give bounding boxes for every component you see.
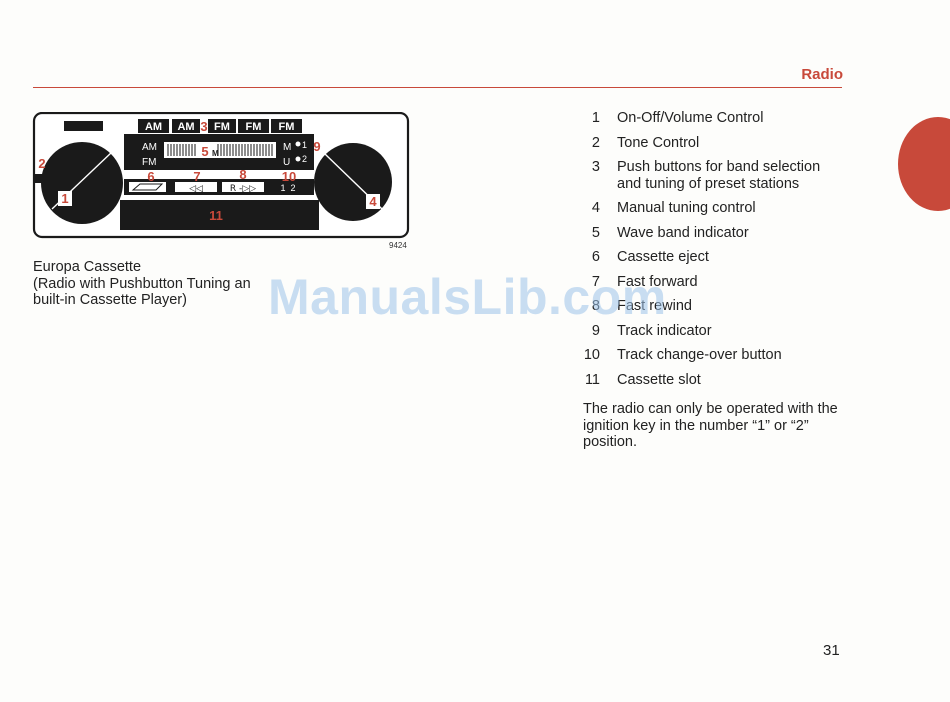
callout-4: 4: [369, 194, 377, 209]
logo-block: [64, 121, 103, 131]
legend-text: Tone Control: [617, 134, 700, 151]
volume-knob: [41, 142, 123, 224]
band-label-fm3: FM: [279, 121, 295, 133]
band-button-am1: [138, 119, 169, 133]
legend-number: 4: [591, 200, 600, 216]
figure-caption: Europa Cassette (Radio with Pushbutton T…: [33, 259, 251, 309]
band-label-am1: AM: [145, 121, 162, 133]
track-indicator-1: [295, 141, 301, 147]
band-button-fm1: [208, 119, 236, 133]
legend-text: Track indicator: [617, 322, 712, 339]
fast-forward-label: R -▷▷: [230, 184, 256, 194]
callout-1-box: [58, 191, 72, 206]
legend-text: Fast forward: [617, 273, 698, 290]
eject-button: [129, 182, 166, 192]
dial-u-label: U: [283, 157, 290, 168]
legend-number: 9: [591, 322, 600, 339]
legend-number: 8: [591, 298, 600, 314]
callout-7: 7: [193, 169, 200, 184]
track-indicator-2-label: 2: [302, 154, 307, 164]
ignition-note: The radio can only be operated with the …: [583, 401, 838, 450]
eject-icon: [131, 183, 164, 191]
legend-text: Cassette eject: [617, 249, 709, 265]
band-label-fm1: FM: [214, 121, 230, 133]
dial-m-label: M: [283, 142, 291, 153]
band-button-am2: [172, 119, 200, 133]
legend-text: Fast rewind: [617, 298, 692, 314]
legend-item: 10 Track change-over button: [574, 347, 844, 364]
track-indicator-1-label: 1: [302, 140, 307, 150]
fast-forward-button: [222, 182, 264, 192]
band-button-fm3: [271, 119, 302, 133]
legend-text: Cassette slot: [617, 371, 701, 388]
page-number: 31: [823, 642, 840, 659]
cassette-controls: [124, 179, 314, 195]
header-rule: [33, 87, 842, 88]
legend-item: 7 Fast forward: [574, 274, 844, 291]
legend-text: Track change-over button: [617, 347, 782, 363]
band-label-fm2: FM: [246, 121, 262, 133]
rewind-button: [175, 182, 217, 192]
dial-ticks: [167, 144, 273, 156]
legend-item: 1 On-Off/Volume Control: [574, 110, 844, 127]
legend-item: 6 Cassette eject: [574, 249, 844, 266]
legend-text: Wave band indicator: [617, 224, 749, 241]
dial-center-m: M: [212, 149, 219, 158]
rewind-label: ◁◁: [189, 184, 203, 194]
legend-item: 9 Track indicator: [574, 323, 844, 340]
band-buttons: AM AM FM FM FM: [138, 119, 302, 133]
legend-text: Manual tuning control: [617, 200, 756, 216]
legend-item: 5 Wave band indicator: [574, 225, 844, 242]
dial-fm-label: FM: [142, 157, 156, 168]
callout-10: 10: [282, 169, 296, 184]
legend-number: 7: [591, 273, 600, 290]
band-label-am2: AM: [177, 121, 194, 133]
track-change-label: 1 2: [280, 183, 295, 193]
legend-item: 11 Cassette slot: [574, 372, 844, 389]
legend-number: 2: [591, 134, 600, 151]
component-legend: 1 On-Off/Volume Control 2 Tone Control 3 Pu…: [574, 110, 844, 388]
legend-item: 2 Tone Control: [574, 135, 844, 152]
legend-number: 10: [583, 347, 600, 363]
legend-number: 6: [591, 249, 600, 265]
caption-line-3: built-in Cassette Player): [33, 292, 187, 308]
caption-line-2: (Radio with Pushbutton Tuning an: [33, 275, 251, 292]
watermark: ManualsLib.com: [268, 269, 667, 325]
radio-diagram: AM AM FM FM FM AM FM M M 1 U 2 ◁◁ R -▷▷ …: [32, 112, 410, 239]
track-indicator-2: [295, 156, 301, 162]
legend-number: 5: [591, 224, 600, 241]
callout-11: 11: [209, 208, 223, 223]
legend-item: 3 Push buttons for band selection and tun…: [574, 159, 844, 192]
callout-9: 9: [313, 139, 320, 154]
legend-item: 8 Fast rewind: [574, 298, 844, 315]
legend-text: Push buttons for band selection and tuni…: [617, 159, 821, 192]
callout-3: 3: [200, 119, 207, 134]
callout-8: 8: [239, 167, 246, 182]
callout-5: 5: [201, 144, 208, 159]
legend-number: 11: [584, 371, 600, 388]
callout-6: 6: [147, 169, 154, 184]
callout-1: 1: [61, 191, 68, 206]
legend-item: 4 Manual tuning control: [574, 200, 844, 217]
legend-number: 1: [591, 110, 600, 126]
tone-knob-stub: [34, 174, 44, 183]
cassette-slot: [120, 200, 319, 230]
dial-scale: [164, 142, 276, 158]
section-title: Radio: [801, 66, 843, 83]
band-button-fm2: [238, 119, 269, 133]
legend-number: 3: [591, 159, 600, 175]
legend-text: On-Off/Volume Control: [617, 110, 764, 126]
figure-number: 9424: [389, 241, 407, 250]
dial-am-label: AM: [142, 142, 157, 153]
callout-2: 2: [38, 156, 45, 171]
callout-4-box: [366, 194, 380, 209]
chapter-tab: [898, 117, 950, 211]
caption-line-1: Europa Cassette: [33, 259, 142, 275]
